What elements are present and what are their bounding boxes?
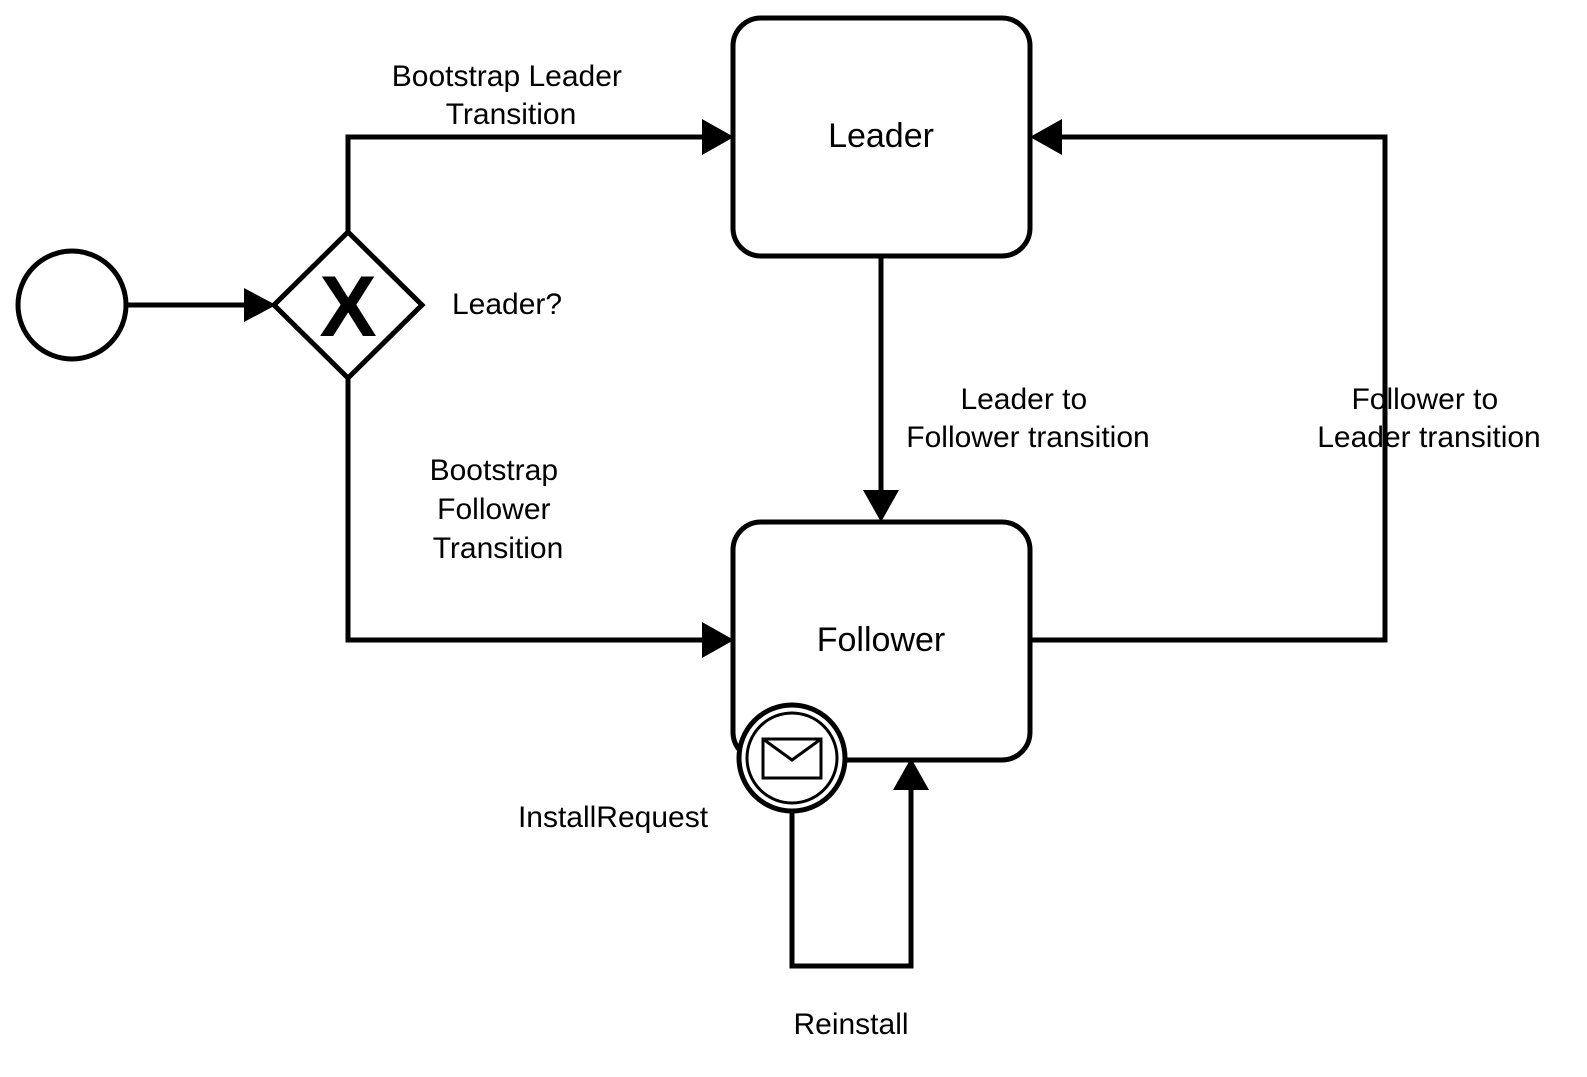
edge-reinstall: [789, 758, 929, 969]
edge-bootstrap-leader: [345, 119, 734, 232]
gateway-label: Leader?: [452, 288, 562, 321]
edge-label-follower-to-leader: Follower to Leader transition: [1317, 383, 1540, 454]
edge-label-reinstall: Reinstall: [793, 1008, 908, 1041]
envelope-icon: [761, 737, 823, 780]
leader-task: Leader: [730, 15, 1033, 259]
edge-label-bootstrap-leader: Bootstrap Leader Transition: [392, 60, 631, 131]
edge-start-to-gateway: [126, 288, 276, 322]
follower-label: Follower: [817, 621, 945, 659]
edge-follower-to-leader: [1030, 119, 1388, 643]
exclusive-gateway: X: [270, 228, 426, 382]
gateway-x-marker: X: [319, 259, 376, 355]
boundary-message-event: [736, 702, 848, 814]
edge-label-bootstrap-follower: Bootstrap Follower Transition: [430, 454, 567, 565]
leader-label: Leader: [828, 117, 934, 155]
edge-leader-to-follower: [863, 256, 899, 522]
boundary-event-label: InstallRequest: [518, 801, 709, 834]
edge-label-leader-to-follower: Leader to Follower transition: [906, 383, 1149, 454]
start-event-circle-icon: [15, 248, 129, 362]
edge-bootstrap-follower: [345, 378, 734, 658]
